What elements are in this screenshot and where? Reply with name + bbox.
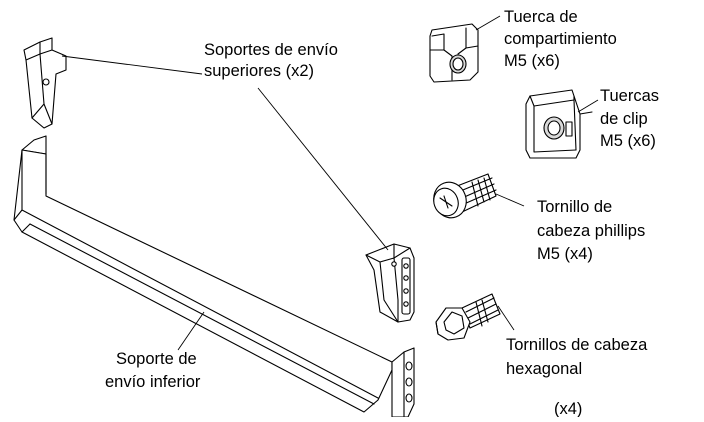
- label-lower-bracket: Soporte de envío inferior: [105, 350, 201, 391]
- leader-phillips-screw: [495, 193, 525, 207]
- leader-lower-bracket: [177, 311, 205, 351]
- label-phillips-screw: Tornillo de cabeza phillips M5 (x4): [537, 198, 650, 263]
- leader-upper-brackets-left: [61, 55, 203, 75]
- upper-shipping-bracket-right: [365, 243, 415, 323]
- leader-clip-nut: [577, 99, 599, 113]
- upper-shipping-bracket-left: [23, 37, 67, 129]
- leader-lines: [61, 15, 599, 351]
- label-cage-nut: Tuerca de compartimiento M5 (x6): [504, 8, 621, 70]
- lower-shipping-bracket: [13, 135, 415, 418]
- label-hex-screw: Tornillos de cabeza hexagonal: [506, 336, 652, 378]
- leader-hex-screw: [497, 305, 515, 331]
- leader-cage-nut: [475, 15, 501, 31]
- label-clip-nut: Tuercas de clip M5 (x6): [600, 87, 664, 150]
- phillips-screw-part: [433, 173, 497, 219]
- hex-screw-part: [435, 293, 501, 341]
- cage-nut-part: [429, 23, 479, 83]
- leader-upper-brackets-right: [257, 87, 389, 251]
- label-hex-screw-qty: (x4): [554, 400, 582, 417]
- label-upper-brackets: Soportes de envío superiores (x2): [204, 41, 343, 80]
- clip-nut-part: [525, 89, 593, 159]
